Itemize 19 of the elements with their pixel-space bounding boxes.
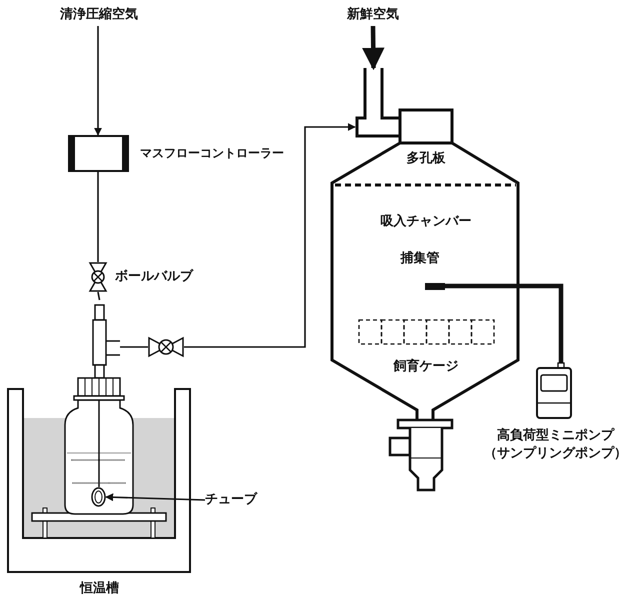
- chamber-label: 吸入チャンバー: [380, 213, 472, 231]
- pipe-line: [97, 172, 99, 262]
- leader-line: [105, 493, 206, 502]
- arrow: [184, 123, 356, 348]
- mfc-label: マスフローコントローラー: [140, 145, 285, 162]
- arrow: [362, 26, 384, 70]
- bath-label: 恒温槽: [78, 580, 120, 598]
- air-source-label: 清浄圧縮空気: [59, 6, 139, 24]
- fresh-air-label: 新鮮空気: [346, 6, 400, 24]
- collection-tube-label: 捕集管: [399, 250, 440, 268]
- valve-label: ボールバルブ: [115, 268, 194, 286]
- pump-label: 高負荷型ミニポンプ（サンプリングポンプ）: [483, 427, 628, 462]
- pipe-line: [120, 346, 148, 348]
- pipe-line: [445, 284, 564, 363]
- pipe-line: [97, 292, 100, 300]
- arrow: [94, 26, 102, 136]
- cage-label: 飼育ケージ: [392, 358, 460, 376]
- perforated-plate-label: 多孔板: [406, 150, 446, 168]
- tube-label: チューブ: [205, 491, 258, 509]
